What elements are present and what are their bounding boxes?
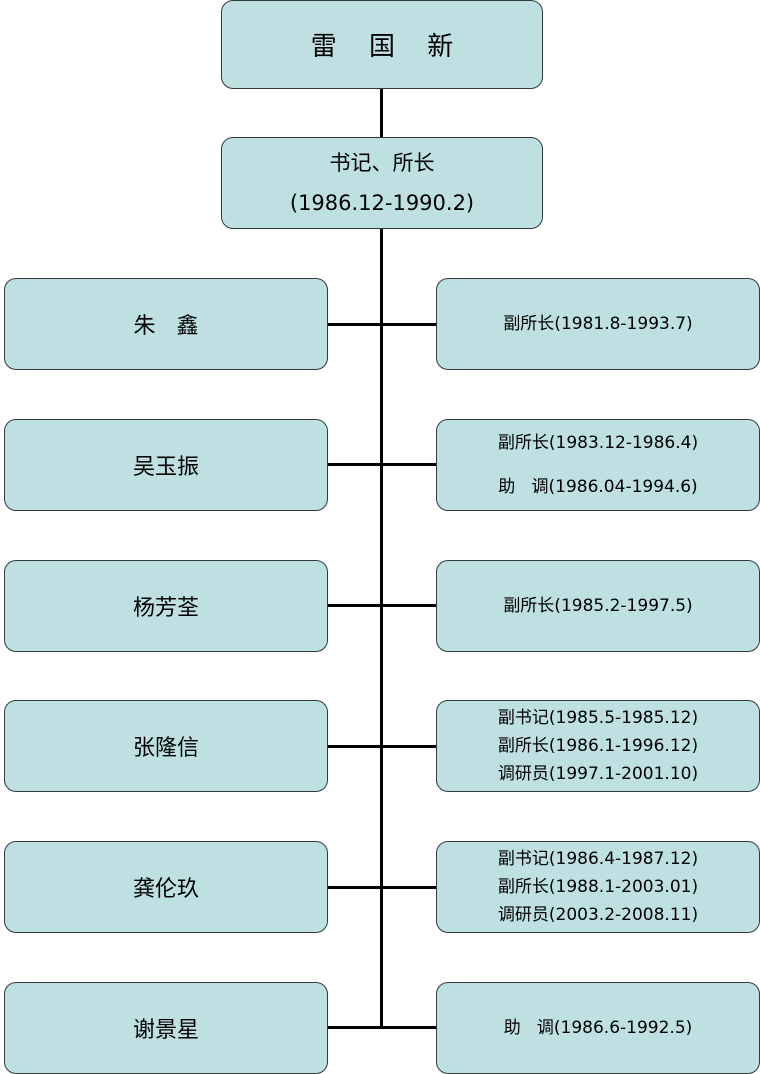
root-connector bbox=[380, 88, 383, 138]
root-name-box: 雷 国 新 bbox=[221, 0, 543, 89]
member-role: 助 调(1986.6-1992.5) bbox=[503, 1018, 693, 1038]
branch-line-2 bbox=[327, 463, 437, 466]
member-role: 副所长(1983.12-1986.4) bbox=[497, 433, 699, 453]
member-role: 副所长(1988.1-2003.01) bbox=[497, 877, 699, 897]
member-role: 副书记(1985.5-1985.12) bbox=[497, 708, 699, 728]
member-roles-box: 副所长(1985.2-1997.5) bbox=[436, 560, 760, 652]
member-name-box: 杨芳荃 bbox=[4, 560, 328, 652]
member-role: 副所长(1981.8-1993.7) bbox=[503, 314, 693, 334]
root-title-box: 书记、所长 (1986.12-1990.2) bbox=[221, 137, 543, 229]
member-name: 张隆信 bbox=[132, 736, 199, 761]
member-role: 副所长(1986.1-1996.12) bbox=[497, 736, 699, 756]
member-name-box: 朱 鑫 bbox=[4, 278, 328, 370]
member-name-box: 龚伦玖 bbox=[4, 841, 328, 933]
branch-line-4 bbox=[327, 745, 437, 748]
member-name-box: 吴玉振 bbox=[4, 419, 328, 511]
branch-line-1 bbox=[327, 323, 437, 326]
root-title: 书记、所长 bbox=[329, 151, 435, 175]
main-trunk-line bbox=[380, 228, 383, 1028]
member-roles-box: 副书记(1986.4-1987.12) 副所长(1988.1-2003.01) … bbox=[436, 841, 760, 933]
branch-line-5 bbox=[327, 886, 437, 889]
member-name: 吴玉振 bbox=[132, 455, 199, 480]
member-name: 杨芳荃 bbox=[132, 596, 199, 621]
member-role: 调研员(2003.2-2008.11) bbox=[497, 905, 699, 925]
member-name-box: 张隆信 bbox=[4, 700, 328, 792]
member-name-box: 谢景星 bbox=[4, 982, 328, 1074]
member-role: 助 调(1986.04-1994.6) bbox=[498, 477, 698, 497]
member-roles-box: 副所长(1981.8-1993.7) bbox=[436, 278, 760, 370]
member-role: 调研员(1997.1-2001.10) bbox=[497, 764, 699, 784]
branch-line-3 bbox=[327, 604, 437, 607]
root-term: (1986.12-1990.2) bbox=[289, 191, 475, 215]
member-name: 朱 鑫 bbox=[133, 314, 199, 339]
root-name: 雷 国 新 bbox=[310, 32, 466, 62]
member-roles-box: 助 调(1986.6-1992.5) bbox=[436, 982, 760, 1074]
member-role: 副书记(1986.4-1987.12) bbox=[497, 849, 699, 869]
member-role: 副所长(1985.2-1997.5) bbox=[503, 596, 693, 616]
member-roles-box: 副书记(1985.5-1985.12) 副所长(1986.1-1996.12) … bbox=[436, 700, 760, 792]
member-name: 龚伦玖 bbox=[132, 877, 199, 902]
member-name: 谢景星 bbox=[132, 1018, 199, 1043]
member-roles-box: 副所长(1983.12-1986.4) 助 调(1986.04-1994.6) bbox=[436, 419, 760, 511]
branch-line-6 bbox=[327, 1026, 437, 1029]
